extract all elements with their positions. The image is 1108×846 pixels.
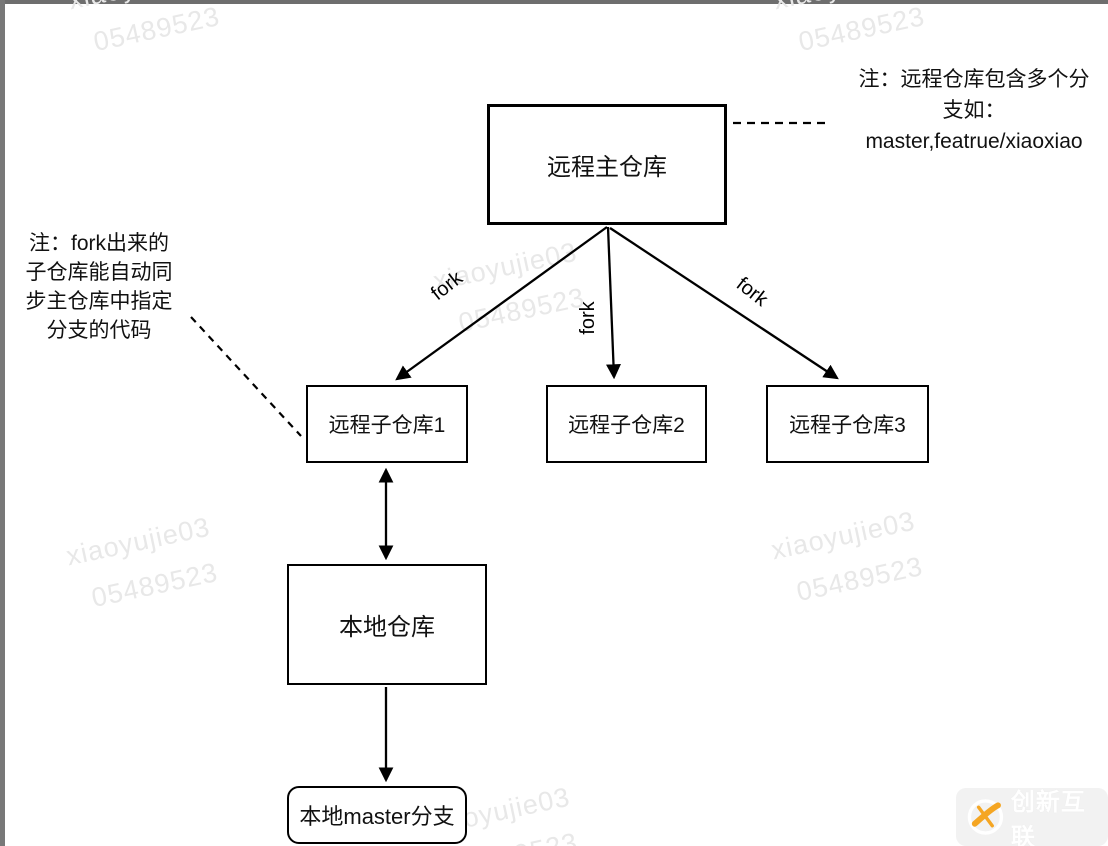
- node-label: 本地仓库: [339, 614, 435, 641]
- note-line: 支如：: [942, 99, 1006, 122]
- node-remote-main-repo: 远程主仓库: [487, 104, 727, 225]
- note-left-dashed-connector: [190, 316, 302, 437]
- note-line: 注：远程仓库包含多个分: [858, 68, 1090, 91]
- node-local-repo: 本地仓库: [287, 564, 487, 685]
- node-local-master-branch: 本地master分支: [287, 786, 467, 844]
- node-label: 远程主仓库: [547, 154, 667, 181]
- annotation-remote-branches-note: 注：远程仓库包含多个分 支如： master,featrue/xiaoxiao: [838, 64, 1108, 157]
- edge-fork-2: [606, 226, 621, 380]
- node-label: 本地master分支: [299, 804, 455, 829]
- edge-fork-1: [395, 226, 608, 381]
- note-line: 分支的代码: [46, 319, 152, 342]
- edge-fork-3: [609, 227, 839, 380]
- edge-label-fork-2: fork: [577, 301, 599, 335]
- frame-border-top: [0, 0, 1108, 4]
- node-label: 远程子仓库2: [568, 414, 685, 437]
- note-line: 子仓库能自动同: [25, 261, 173, 284]
- brand-logo-icon: [967, 799, 1004, 835]
- note-line: master,featrue/xiaoxiao: [865, 130, 1083, 153]
- node-label: 远程子仓库1: [328, 414, 446, 437]
- node-remote-sub-repo-3: 远程子仓库3: [766, 385, 929, 463]
- brand-logo-watermark: 创新互联: [956, 788, 1108, 846]
- node-remote-sub-repo-2: 远程子仓库2: [546, 385, 707, 463]
- annotation-fork-sync-note: 注：fork出来的 子仓库能自动同 步主仓库中指定 分支的代码: [8, 229, 190, 345]
- frame-border-left: [0, 0, 5, 846]
- note-line: 步主仓库中指定: [25, 290, 173, 313]
- note-line: 注：fork出来的: [28, 232, 169, 255]
- node-label: 远程子仓库3: [789, 414, 906, 437]
- brand-logo-text: 创新互联: [1010, 789, 1086, 846]
- node-remote-sub-repo-1: 远程子仓库1: [306, 385, 468, 463]
